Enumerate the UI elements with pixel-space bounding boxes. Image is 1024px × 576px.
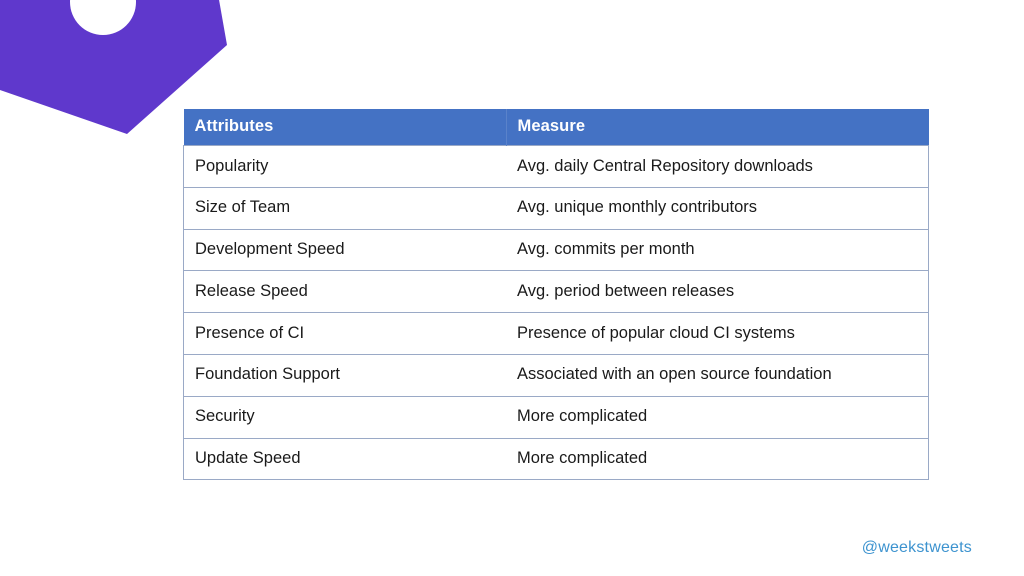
table-body: Popularity Avg. daily Central Repository… xyxy=(183,145,929,481)
cell-attribute: Development Speed xyxy=(183,228,506,272)
table-row: Development Speed Avg. commits per month xyxy=(183,228,929,272)
table-row: Security More complicated xyxy=(183,395,929,439)
cell-attribute: Popularity xyxy=(183,145,506,188)
cell-measure: Avg. daily Central Repository downloads xyxy=(506,145,929,188)
cell-measure: Associated with an open source foundatio… xyxy=(506,353,929,397)
table-header-row: Attributes Measure xyxy=(183,109,929,146)
column-header-attributes: Attributes xyxy=(183,109,507,146)
table-row: Foundation Support Associated with an op… xyxy=(183,353,929,397)
cell-measure: Avg. commits per month xyxy=(506,228,929,272)
column-header-measure: Measure xyxy=(506,109,929,146)
cell-attribute: Presence of CI xyxy=(183,312,506,355)
table-row: Update Speed More complicated xyxy=(183,437,929,481)
cell-attribute: Update Speed xyxy=(183,437,506,481)
table-row: Release Speed Avg. period between releas… xyxy=(183,270,929,314)
table-row: Presence of CI Presence of popular cloud… xyxy=(183,312,929,355)
cell-measure: Avg. unique monthly contributors xyxy=(506,186,929,230)
author-watermark: @weekstweets xyxy=(861,539,972,556)
table-header: Attributes Measure xyxy=(183,109,929,146)
cell-measure: Avg. period between releases xyxy=(506,270,929,314)
cell-measure: More complicated xyxy=(506,437,929,481)
table-row: Popularity Avg. daily Central Repository… xyxy=(183,145,929,188)
cell-attribute: Foundation Support xyxy=(183,353,506,397)
cell-measure: Presence of popular cloud CI systems xyxy=(506,312,929,355)
cell-attribute: Security xyxy=(183,395,506,439)
attributes-measure-table: Attributes Measure Popularity Avg. daily… xyxy=(183,109,929,481)
cell-measure: More complicated xyxy=(506,395,929,439)
table-row: Size of Team Avg. unique monthly contrib… xyxy=(183,186,929,230)
cell-attribute: Release Speed xyxy=(183,270,506,314)
cell-attribute: Size of Team xyxy=(183,186,506,230)
